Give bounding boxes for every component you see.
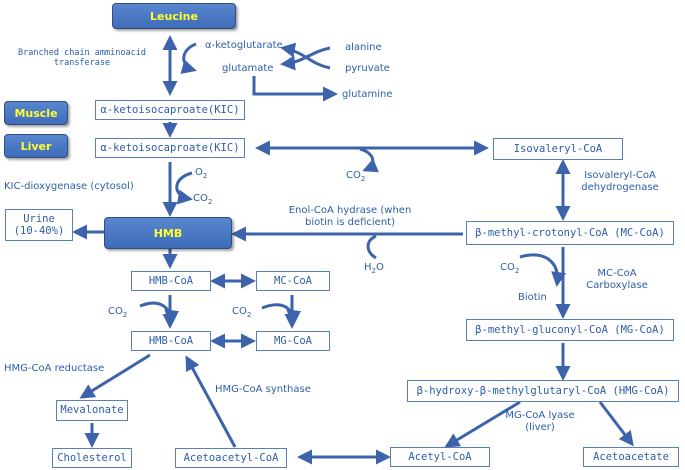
co2-dioxygenase-label: CO2 bbox=[193, 193, 212, 206]
alpha-ketoglutarate-label: α-ketoglutarate bbox=[205, 40, 283, 51]
bcat-line-2: transferase bbox=[53, 58, 111, 69]
glutamate-label: glutamate bbox=[222, 63, 274, 74]
kic-muscle-box: α-ketoisocaproate(KIC) bbox=[95, 100, 245, 120]
lyase-line-1: MG-CoA lyase bbox=[505, 410, 575, 421]
isovaleryl-dehydrogenase-label: Isovaleryl-CoA dehydrogenase bbox=[565, 170, 675, 194]
cholesterol-box: Cholesterol bbox=[52, 448, 132, 468]
hmb-coa-top-box: HMB-CoA bbox=[131, 271, 211, 291]
co2-dioxygenase-subscript: 2 bbox=[207, 198, 213, 206]
co2-dioxygenase-text: CO bbox=[193, 193, 208, 204]
enol-coa-hydrase-label: Enol-CoA hydrase (when biotin is deficie… bbox=[280, 205, 420, 229]
acetoacetate-box: Acetoacetate bbox=[583, 447, 679, 467]
co2-top-label: CO2 bbox=[346, 170, 365, 183]
arrow-acetoacetyl-hmbcoa bbox=[185, 355, 237, 448]
acetoacetyl-coa-box: Acetoacetyl-CoA bbox=[175, 448, 287, 468]
hmg-coa-box: β-hydroxy-β-methylglutaryl-CoA (HMG-CoA) bbox=[407, 380, 679, 402]
o2-subscript: 2 bbox=[202, 172, 208, 180]
co2-mid-text: CO bbox=[232, 306, 247, 317]
arrow-h2o-curl bbox=[366, 234, 377, 260]
mg-coa-small-box: MG-CoA bbox=[256, 331, 330, 351]
ivd-line-2: dehydrogenase bbox=[581, 182, 659, 193]
liver-box: Liver bbox=[4, 134, 68, 158]
leucine-box: Leucine bbox=[112, 3, 236, 29]
isovaleryl-coa-box: Isovaleryl-CoA bbox=[493, 138, 623, 160]
arrow-dioxygenase-curl bbox=[175, 171, 193, 205]
enol-line-1: Enol-CoA hydrase (when bbox=[288, 205, 412, 216]
biotin-label: Biotin bbox=[518, 292, 547, 303]
pyruvate-label: pyruvate bbox=[345, 63, 390, 74]
arrow-transamination-curl bbox=[180, 42, 197, 74]
h2o-label: H2O bbox=[364, 262, 384, 275]
enol-line-2: biotin is deficient) bbox=[304, 217, 395, 228]
bcat-enzyme-label: Branched chain amminoacid transferase bbox=[2, 48, 162, 68]
h2o-h: H bbox=[364, 262, 372, 273]
co2-left-text: CO bbox=[108, 306, 123, 317]
co2-top-subscript: 2 bbox=[360, 175, 366, 183]
acetyl-coa-box: Acetyl-CoA bbox=[390, 447, 490, 467]
mcc-line-1: MC-CoA bbox=[597, 268, 637, 279]
co2-mid-label: CO2 bbox=[232, 306, 251, 319]
o2-text: O bbox=[195, 167, 203, 178]
arrow-biotin-curl bbox=[519, 253, 567, 287]
arrow-pyruvate-ketoglutarate bbox=[280, 42, 331, 70]
mevalonate-box: Mevalonate bbox=[56, 400, 128, 421]
bcat-line-1: Branched chain amminoacid bbox=[18, 48, 146, 58]
co2-biotin-subscript: 2 bbox=[514, 267, 520, 275]
ivd-line-1: Isovaleryl-CoA bbox=[584, 170, 656, 181]
h2o-o: O bbox=[376, 262, 384, 273]
mc-coa-box: β-methyl-crotonyl-CoA (MC-CoA) bbox=[466, 221, 674, 245]
arrow-co2-left-curl bbox=[139, 301, 180, 325]
kic-dioxygenase-label: KIC-dioxygenase (cytosol) bbox=[4, 181, 134, 192]
arrow-hmgcoa-acetoacetate bbox=[598, 401, 634, 447]
hmg-coa-synthase-label: HMG-CoA synthase bbox=[215, 384, 311, 395]
urine-box: Urine (10-40%) bbox=[5, 209, 73, 241]
lyase-line-2: (liver) bbox=[525, 422, 555, 433]
mcc-line-2: Carboxylase bbox=[586, 280, 648, 291]
co2-biotin-label: CO2 bbox=[500, 262, 519, 275]
co2-top-text: CO bbox=[346, 170, 361, 181]
urine-label: Urine bbox=[23, 212, 55, 225]
arrow-hmgcoa-acetyl bbox=[444, 400, 521, 448]
co2-biotin-text: CO bbox=[500, 262, 515, 273]
mg-coa-box: β-methyl-gluconyl-CoA (MG-CoA) bbox=[466, 319, 674, 341]
glutamine-label: glutamine bbox=[342, 89, 393, 100]
muscle-box: Muscle bbox=[4, 101, 68, 125]
mc-coa-carboxylase-label: MC-CoA Carboxylase bbox=[572, 268, 662, 292]
hmb-coa-bottom-box: HMB-CoA bbox=[131, 331, 211, 351]
mc-coa-small-box: MC-CoA bbox=[256, 271, 330, 291]
kic-liver-box: α-ketoisocaproate(KIC) bbox=[95, 138, 245, 158]
urine-percent: (10-40%) bbox=[13, 225, 65, 237]
co2-mid-subscript: 2 bbox=[246, 311, 252, 319]
mg-coa-lyase-label: MG-CoA lyase (liver) bbox=[490, 410, 590, 434]
arrow-co2-mid-curl bbox=[261, 303, 302, 325]
hmg-coa-reductase-label: HMG-CoA reductase bbox=[4, 363, 105, 374]
co2-left-subscript: 2 bbox=[122, 311, 128, 319]
co2-left-label: CO2 bbox=[108, 306, 127, 319]
o2-label: O2 bbox=[195, 167, 207, 180]
arrow-hmbcoa-mevalonate bbox=[79, 353, 151, 399]
hmb-box: HMB bbox=[104, 217, 232, 249]
arrow-glutamate-glutamine bbox=[252, 76, 338, 102]
alanine-label: alanine bbox=[345, 42, 382, 53]
h2o-subscript: 2 bbox=[371, 267, 376, 275]
arrow-co2-release-top bbox=[359, 147, 379, 173]
